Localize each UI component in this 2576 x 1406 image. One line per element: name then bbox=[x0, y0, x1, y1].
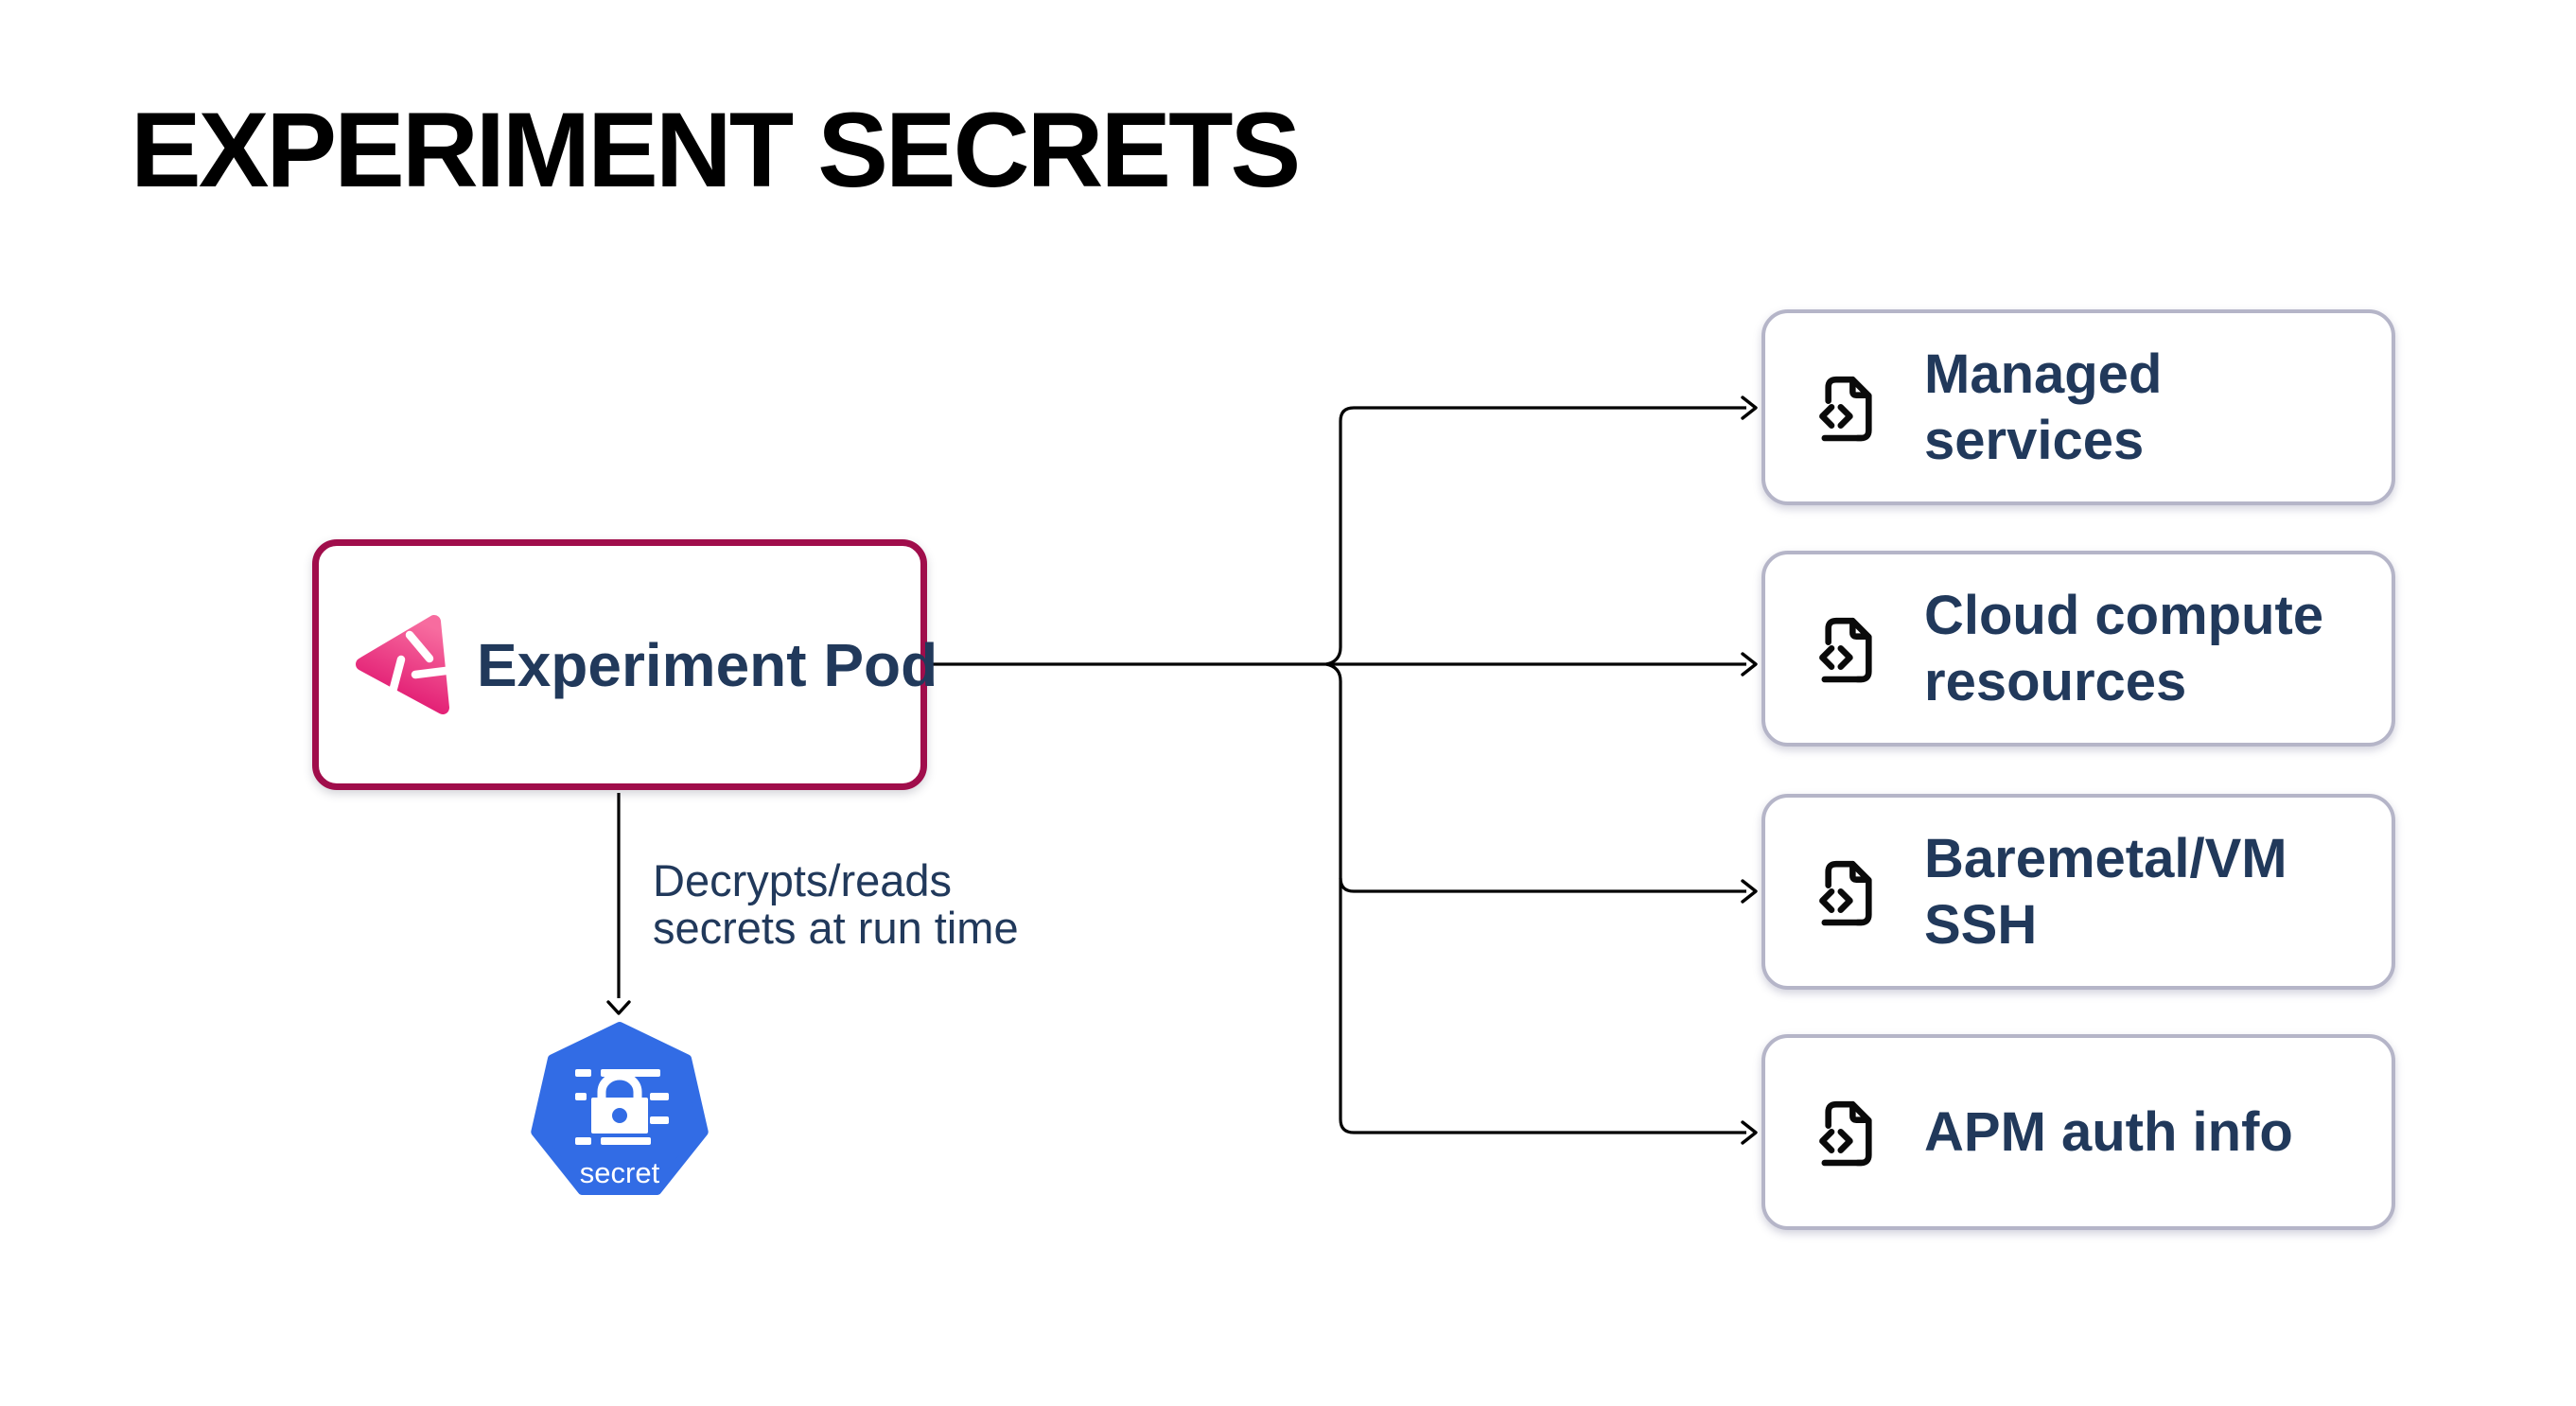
node-cloud-compute-resources: Cloud compute resources bbox=[1761, 551, 2395, 747]
litmus-chaos-logo-icon bbox=[356, 614, 450, 714]
file-code-icon bbox=[1819, 617, 1872, 682]
kubernetes-secret-icon: secret bbox=[531, 1022, 709, 1195]
file-code-icon bbox=[1819, 1100, 1872, 1166]
node-apm-auth-info: APM auth info bbox=[1761, 1034, 2395, 1230]
edge-note-line-1: Decrypts/reads bbox=[653, 855, 953, 905]
edge-to-managed-services bbox=[1325, 406, 1746, 666]
node-label: Baremetal/VM SSH bbox=[1924, 827, 2287, 956]
arrowhead-baremetal bbox=[1741, 879, 1758, 904]
experiment-pod-label: Experiment Pod bbox=[477, 630, 938, 699]
edge-note: Decrypts/reads secrets at run time bbox=[653, 857, 1019, 952]
edge-to-baremetal bbox=[1339, 877, 1746, 893]
page-title: EXPERIMENT SECRETS bbox=[131, 91, 1301, 209]
arrowhead-cloud-compute bbox=[1741, 652, 1758, 677]
arrowhead-managed-services bbox=[1741, 395, 1758, 420]
node-experiment-pod: Experiment Pod bbox=[312, 539, 938, 790]
node-label: APM auth info bbox=[1924, 1100, 2293, 1163]
lock-shackle bbox=[597, 1071, 642, 1098]
secret-label: secret bbox=[580, 1156, 660, 1189]
edge-note-line-2: secrets at run time bbox=[653, 903, 1019, 953]
file-code-icon bbox=[1819, 860, 1872, 925]
node-kubernetes-secret: secret bbox=[511, 1003, 738, 1230]
node-baremetal-vm-ssh: Baremetal/VM SSH bbox=[1761, 794, 2395, 990]
arrowhead-apm bbox=[1741, 1120, 1758, 1145]
lock-keyhole bbox=[612, 1108, 627, 1123]
edge-to-apm-auth-info bbox=[1325, 662, 1746, 1134]
node-label: Managed services bbox=[1924, 343, 2163, 471]
file-code-icon bbox=[1819, 376, 1872, 441]
node-label: Cloud compute resources bbox=[1924, 584, 2324, 712]
node-managed-services: Managed services bbox=[1761, 309, 2395, 505]
